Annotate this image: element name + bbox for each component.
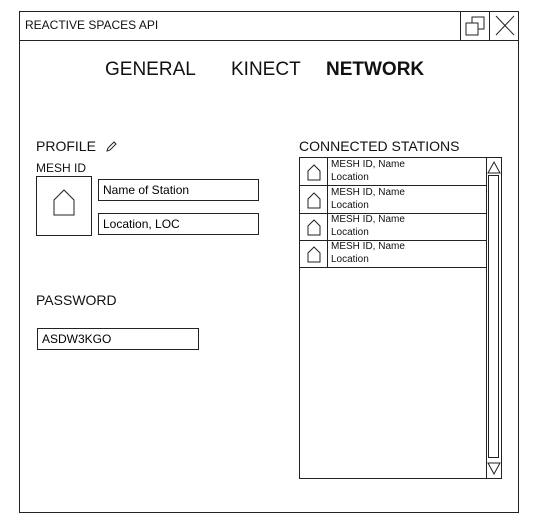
close-icon <box>495 15 515 36</box>
scrollbar-thumb[interactable] <box>488 175 499 458</box>
list-item[interactable]: MESH ID, Name Location <box>300 186 486 214</box>
location-field[interactable] <box>98 213 259 235</box>
tab-general[interactable]: GENERAL <box>105 59 196 80</box>
close-button[interactable] <box>489 12 518 40</box>
station-mesh-name: MESH ID, Name <box>331 241 405 252</box>
station-icon <box>53 189 75 216</box>
station-location: Location <box>331 200 369 211</box>
edit-profile-button[interactable] <box>105 140 117 158</box>
app-window: REACTIVE SPACES API GENERAL KINECT NETWO… <box>19 11 519 513</box>
profile-heading: PROFILE <box>36 138 96 154</box>
station-item-icon-box <box>300 240 328 267</box>
station-item-icon-box <box>300 213 328 240</box>
triangle-up-icon <box>487 160 501 174</box>
station-location: Location <box>331 172 369 183</box>
tab-kinect[interactable]: KINECT <box>231 59 301 80</box>
station-item-icon-box <box>300 158 328 185</box>
station-mesh-name: MESH ID, Name <box>331 187 405 198</box>
scroll-down-button[interactable] <box>487 461 501 476</box>
list-item[interactable]: MESH ID, Name Location <box>300 213 486 241</box>
station-mesh-name: MESH ID, Name <box>331 159 405 170</box>
pencil-icon <box>106 141 117 152</box>
window-title: REACTIVE SPACES API <box>25 18 159 32</box>
triangle-down-icon <box>487 462 501 476</box>
station-icon <box>307 219 321 236</box>
vertical-scrollbar[interactable] <box>486 158 501 478</box>
tab-network[interactable]: NETWORK <box>326 59 425 80</box>
mesh-id-label: MESH ID <box>36 161 87 175</box>
station-icon <box>307 246 321 263</box>
station-mesh-name: MESH ID, Name <box>331 214 405 225</box>
avatar[interactable] <box>36 176 92 236</box>
station-icon <box>307 164 321 181</box>
station-name-field[interactable] <box>98 179 259 201</box>
connected-stations-heading: CONNECTED STATIONS <box>299 138 460 154</box>
restore-icon <box>465 16 485 36</box>
password-heading: PASSWORD <box>36 292 117 308</box>
connected-stations-list: MESH ID, Name Location MESH ID, Name Loc… <box>299 157 502 479</box>
password-field[interactable] <box>37 328 199 350</box>
scroll-up-button[interactable] <box>487 160 501 174</box>
title-bar: REACTIVE SPACES API <box>20 12 518 41</box>
list-item[interactable]: MESH ID, Name Location <box>300 158 486 186</box>
station-location: Location <box>331 254 369 265</box>
restore-button[interactable] <box>460 12 489 40</box>
list-item[interactable]: MESH ID, Name Location <box>300 240 486 268</box>
station-location: Location <box>331 227 369 238</box>
station-icon <box>307 192 321 209</box>
station-item-icon-box <box>300 186 328 213</box>
